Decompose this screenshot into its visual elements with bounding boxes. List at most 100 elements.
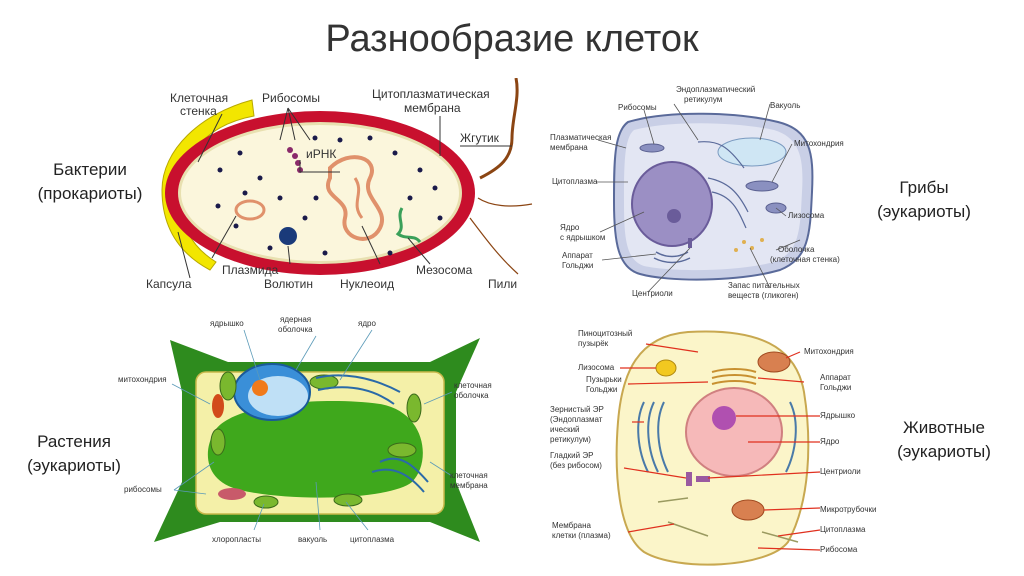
animal-label-cytoplasm: Цитоплазма (820, 525, 866, 534)
label-plasmid: Плазмида (222, 263, 279, 277)
fungi-vacuole (717, 137, 787, 167)
animal-label-rough-er-3: ический (550, 425, 580, 434)
fungi-label-cytoplasm: Цитоплазма (552, 177, 598, 186)
animal-diagram: Пиноцитозный пузырёк Митохондрия Лизосом… (550, 329, 876, 566)
fungi-label-golgi-1: Аппарат (562, 251, 593, 260)
animal-label-rough-er-4: ретикулум) (550, 435, 591, 444)
plant-diagram: ядрышко ядерная оболочка ядро митохондри… (118, 315, 492, 544)
fungi-label-vacuole: Вакуоль (770, 101, 800, 110)
animal-label-rough-er-1: Зернистый ЭР (550, 405, 604, 414)
fungi-group-label: Грибы (эукариоты) (868, 176, 980, 224)
plant-label-nuclear-envelope-2: оболочка (278, 325, 313, 334)
bacteria-cytoplasm (181, 125, 459, 261)
plant-label-cell-membrane-2: мембрана (450, 481, 488, 490)
animal-lysosome (655, 359, 677, 377)
plant-mitochondria (212, 394, 224, 418)
label-flagellum: Жгутик (460, 131, 500, 145)
fungi-nucleus (631, 161, 713, 247)
animal-label-mitochondria: Митохондрия (804, 347, 854, 356)
fungi-label-nucleus-1: Ядро (560, 223, 580, 232)
animal-mitochondria-2 (731, 499, 765, 521)
bacteria-label-line2: (прокариоты) (37, 184, 143, 203)
animals-label-line2: (эукариоты) (897, 442, 991, 461)
animal-label-membrane-2: клетки (плазма) (552, 531, 611, 540)
nucleoid (326, 155, 384, 241)
bacteria-diagram: Клеточная стенка Рибосомы иРНК Цитоплазм… (146, 78, 533, 291)
animal-nucleolus (712, 406, 736, 430)
label-ribosomes: Рибосомы (262, 91, 320, 105)
animal-label-pinocytic-1: Пиноцитозный (578, 329, 632, 338)
fungi-label-line1: Грибы (899, 178, 949, 197)
animal-mitochondria-1 (757, 351, 791, 373)
fungi-nucleolus (667, 209, 681, 223)
fungi-label-centrioles: Центриоли (632, 289, 673, 298)
plant-label-nuclear-envelope-1: ядерная (280, 315, 311, 324)
animal-label-golgi-vesicles-2: Гольджи (586, 385, 617, 394)
label-volutin: Волютин (264, 277, 313, 291)
plasmid (234, 199, 266, 221)
plant-golgi-body (218, 488, 246, 500)
bacteria-group-label: Бактерии (прокариоты) (20, 158, 160, 206)
label-cell-wall-2: стенка (180, 104, 217, 118)
animal-label-golgi-1: Аппарат (820, 373, 851, 382)
fungi-label-mitochondria: Митохондрия (794, 139, 844, 148)
label-capsule: Капсула (146, 277, 192, 291)
label-mrna: иРНК (306, 147, 336, 161)
fungi-label-lysosome: Лизосома (788, 211, 825, 220)
fungi-label-plasma-membrane-1: Плазматическая (550, 133, 611, 142)
animal-label-golgi-vesicles-1: Пузырьки (586, 375, 622, 384)
plant-vacuole (207, 401, 423, 498)
plant-label-nucleus: ядро (358, 319, 376, 328)
animal-label-lysosome: Лизосома (578, 363, 615, 372)
animal-label-nucleus: Ядро (820, 437, 840, 446)
fungi-er (697, 141, 749, 229)
fungi-label-nucleus-2: с ядрышком (560, 233, 605, 242)
fungi-label-er-2: ретикулум (684, 95, 722, 104)
plant-label-ribosomes: рибосомы (124, 485, 162, 494)
plant-label-chloroplasts: хлоропласты (212, 535, 261, 544)
label-nucleoid: Нуклеоид (340, 277, 394, 291)
plant-label-cell-membrane-1: клеточная (450, 471, 488, 480)
animal-nucleus (685, 387, 783, 477)
animal-label-rough-er-2: (Эндоплазмат (550, 415, 603, 424)
animal-label-nucleolus: Ядрышко (820, 411, 856, 420)
fungi-label-glycogen-2: веществ (гликоген) (728, 291, 799, 300)
label-mesosome: Мезосома (416, 263, 473, 277)
animals-group-label: Животные (эукариоты) (888, 416, 1000, 464)
label-cyto-membrane-2: мембрана (404, 101, 461, 115)
label-cell-wall-1: Клеточная (170, 91, 228, 105)
mesosome (395, 207, 422, 244)
animal-rough-er (637, 401, 797, 473)
fungi-label-wall-2: (клеточная стенка) (770, 255, 840, 264)
plant-label-cytoplasm: цитоплазма (350, 535, 395, 544)
animal-label-smooth-er-1: Гладкий ЭР (550, 451, 593, 460)
fungi-label-line2: (эукариоты) (877, 202, 971, 221)
plant-label-mitochondria: митохондрия (118, 375, 167, 384)
animal-golgi (711, 368, 757, 385)
animal-label-centrioles: Центриоли (820, 467, 861, 476)
fungi-centriole (688, 238, 692, 248)
fungi-label-wall-1: Оболочка (778, 245, 815, 254)
pili (469, 217, 519, 275)
animal-label-smooth-er-2: (без рибосом) (550, 461, 602, 470)
plants-label-line1: Растения (37, 432, 111, 451)
animal-label-golgi-2: Гольджи (820, 383, 851, 392)
plant-label-cell-wall-1: клеточная (454, 381, 492, 390)
plant-label-vacuole: вакуоль (298, 535, 327, 544)
fungi-label-plasma-membrane-2: мембрана (550, 143, 588, 152)
animal-centrioles (686, 472, 710, 486)
label-pili: Пили (488, 277, 517, 291)
animal-microtubules (657, 497, 799, 543)
volutin (279, 227, 297, 245)
plant-er (315, 374, 429, 493)
plants-group-label: Растения (эукариоты) (14, 430, 134, 478)
bacteria-label-line1: Бактерии (53, 160, 127, 179)
plants-label-line2: (эукариоты) (27, 456, 121, 475)
animal-label-pinocytic-2: пузырёк (578, 339, 609, 348)
animal-label-ribosome: Рибосома (820, 545, 858, 554)
animal-label-membrane-1: Мембрана (552, 521, 592, 530)
flagellum (479, 78, 519, 180)
fungi-diagram: Эндоплазматический ретикулум Рибосомы Ва… (550, 85, 844, 300)
animals-label-line1: Животные (903, 418, 985, 437)
plant-nucleolus (252, 380, 268, 396)
